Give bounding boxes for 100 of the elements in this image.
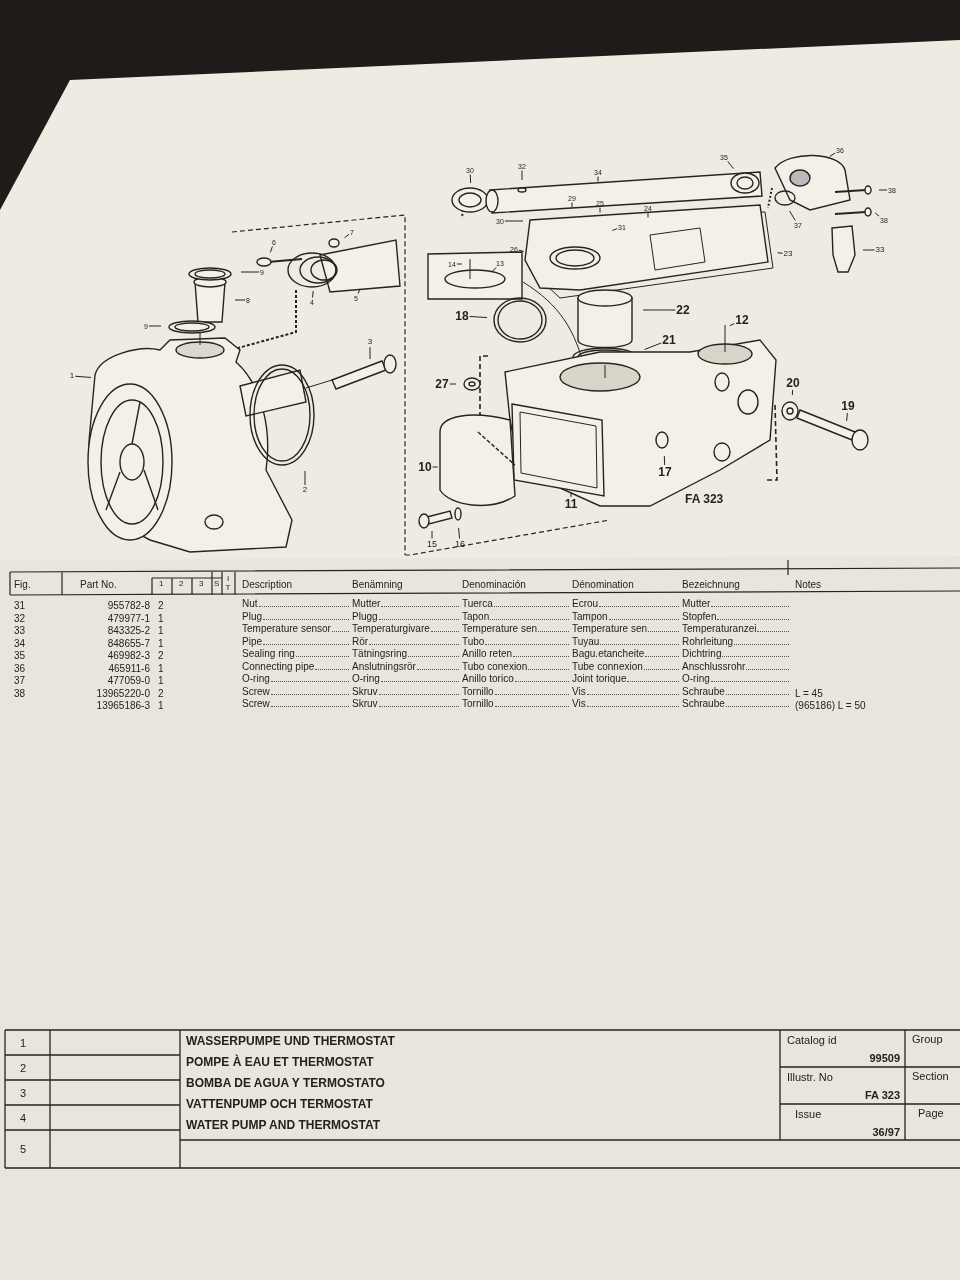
row-number: 1 [20, 1036, 27, 1050]
figure-number: 33 [14, 624, 26, 636]
part-description: Vis [572, 698, 586, 709]
figure-number: 32 [14, 612, 26, 623]
part-description: Rohrleitung [682, 635, 734, 647]
part-description: Tornillo [462, 698, 494, 709]
note: L = 45 [795, 687, 823, 698]
leader-line [369, 346, 371, 360]
part-description: Dichtring [682, 648, 722, 659]
callout-number: 20 [786, 376, 800, 390]
figure-number: 34 [14, 637, 26, 648]
part-description: Tuerca [462, 598, 493, 609]
leader-line [647, 212, 649, 218]
callout-number: 27 [435, 377, 449, 391]
quantity: 2 [158, 599, 164, 611]
quantity: 1 [158, 699, 164, 711]
callout-number: 19 [841, 399, 855, 413]
leader-line [504, 220, 524, 222]
part-description: Tampon [572, 610, 608, 622]
column-header: Bezeichnung [682, 578, 740, 590]
part-number: 955782-8 [107, 599, 150, 611]
figure-number: 36 [14, 662, 26, 673]
leader-line [521, 170, 523, 181]
row-number: 3 [20, 1086, 27, 1100]
part-description: Tubo [462, 635, 485, 647]
leader-line [599, 207, 601, 213]
field-label: Illustr. No [787, 1070, 833, 1084]
part-description: Temperature sen [462, 623, 538, 634]
quantity: 1 [158, 612, 164, 623]
figure-number: 31 [14, 599, 26, 611]
callout-number: 21 [662, 333, 676, 347]
leader-line [846, 412, 848, 422]
leader-line [148, 325, 162, 327]
column-header: Description [242, 578, 293, 590]
quantity: 1 [158, 674, 164, 686]
figure-number: 35 [14, 649, 26, 661]
part-number: 13965220-0 [96, 687, 150, 698]
row-number: 2 [20, 1061, 27, 1075]
leader-line [449, 383, 457, 385]
part-description: O-ring [352, 673, 380, 684]
field-label: Catalog id [787, 1033, 837, 1047]
part-description: Bagu.etancheite [572, 648, 645, 659]
part-description: Tätningsring [352, 648, 408, 659]
column-header: Denominación [462, 578, 526, 590]
part-description: Tube connexion [572, 660, 643, 672]
part-description: Tuyau [572, 635, 600, 647]
part-description: Screw [242, 698, 270, 709]
callout-number: 3 [367, 337, 373, 346]
quantity: 2 [158, 687, 164, 698]
callout-number: 22 [676, 303, 690, 317]
column-header: Dénomination [572, 578, 634, 590]
callout-number: 10 [418, 460, 432, 474]
title-text: POMPE À EAU ET THERMOSTAT [186, 1056, 374, 1070]
column-header: Part No. [80, 578, 117, 590]
callout-number: 15 [427, 538, 437, 549]
part-description: Temperature sensor [242, 623, 331, 634]
part-description: Tubo conexion [462, 660, 528, 672]
callout-number: 18 [455, 309, 469, 323]
callout-number: 2 [302, 485, 308, 494]
part-number: 13965186-3 [96, 699, 150, 711]
leader-line [874, 212, 880, 217]
leader-line [344, 233, 350, 239]
part-description: Vis [572, 685, 586, 697]
part-description: Ecrou [572, 598, 599, 609]
column-header: 3 [199, 579, 204, 589]
part-description: Skruv [352, 698, 378, 709]
part-description: O-ring [682, 673, 710, 684]
leader-line [492, 267, 497, 272]
part-description: Anillo torico [462, 673, 514, 684]
part-number: 479977-1 [107, 612, 150, 623]
column-header: Notes [795, 578, 822, 590]
part-description: Anillo reten [462, 648, 513, 659]
column-header: I T [225, 575, 231, 593]
leader-line [862, 249, 876, 251]
leader-line [611, 228, 618, 231]
leader-line [570, 491, 572, 498]
leader-line [777, 252, 784, 254]
drawing-number: FA 323 [685, 493, 724, 507]
part-description: Temperature sen [572, 623, 648, 634]
part-description: Temperaturanzei [682, 623, 757, 634]
callout-number: 23 [783, 249, 793, 258]
column-header: S [214, 579, 220, 589]
leader-line [458, 527, 460, 539]
leader-line [663, 455, 666, 466]
field-label: Group [912, 1032, 943, 1046]
figure-number: 37 [14, 674, 26, 686]
title-text: BOMBA DE AGUA Y TERMOSTATO [186, 1077, 385, 1091]
column-header: 1 [159, 579, 164, 589]
part-description: Temperaturgivare [352, 623, 430, 634]
part-description: Rör [352, 635, 369, 647]
callout-number: 33 [875, 245, 885, 254]
part-description: Schraube [682, 698, 725, 709]
leader-line [469, 316, 488, 319]
leader-line [469, 174, 472, 184]
part-description: Plug [242, 610, 262, 622]
leader-line [74, 375, 92, 378]
column-header: 2 [179, 579, 184, 589]
row-number: 4 [20, 1111, 27, 1125]
field-value: 36/97 [872, 1125, 900, 1139]
leader-line [269, 246, 273, 253]
